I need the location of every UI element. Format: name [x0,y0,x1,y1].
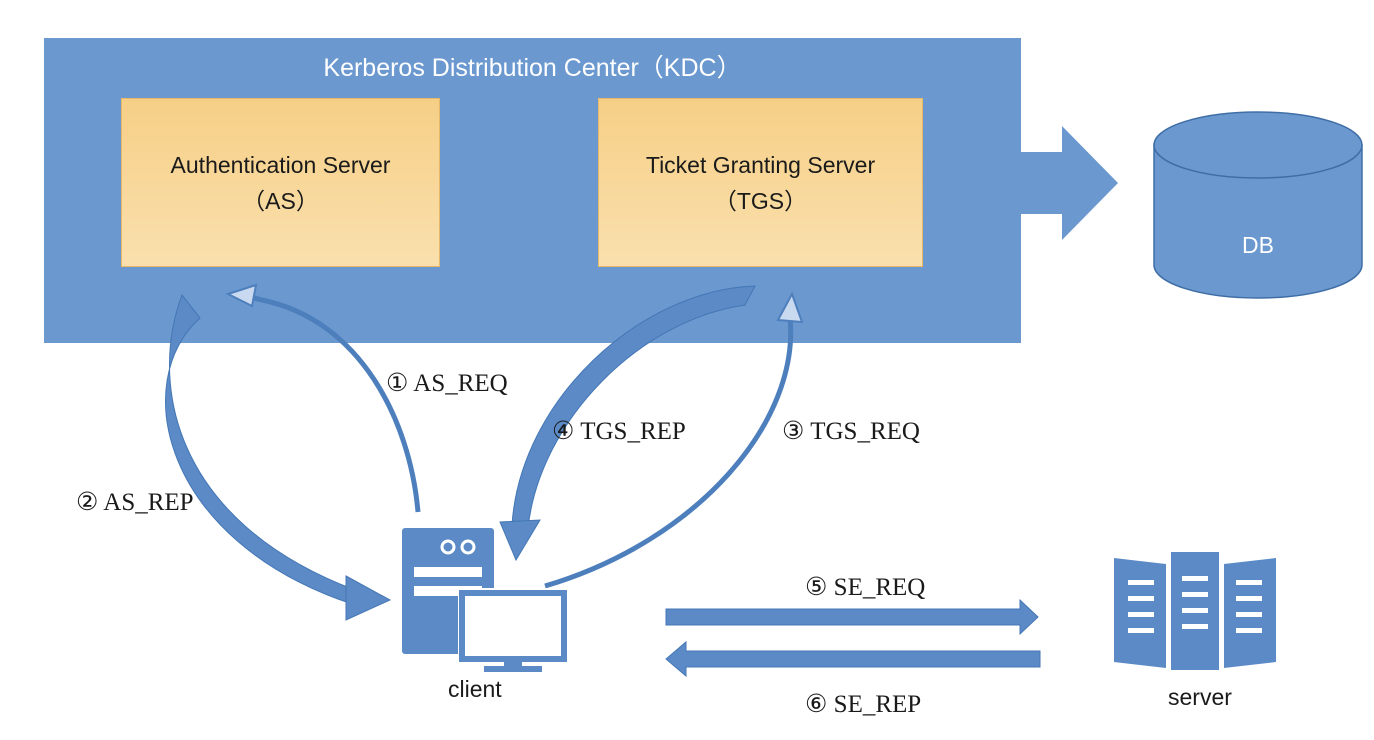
authentication-server-box: Authentication Server （AS） [121,98,440,267]
se-req-arrow [665,598,1039,636]
tgs-rep-arrow [511,285,756,529]
se-req-label: ⑤ SE_REQ [805,574,926,601]
server-rack-icon [1114,552,1276,670]
as-rep-label: ② AS_REP [76,489,194,516]
tgs-abbr: （TGS） [713,187,808,214]
as-rep-arrow [165,293,356,605]
as-abbr: （AS） [242,187,319,214]
kdc-to-db-arrow [995,126,1118,240]
tgs-name: Ticket Granting Server [645,151,876,178]
as-req-arrow [249,294,421,513]
client-computer-icon [402,528,568,672]
as-rep-arrowhead [345,575,392,621]
tgs-req-label: ③ TGS_REQ [782,418,920,445]
kdc-title: Kerberos Distribution Center（KDC） [323,54,742,82]
server-label: server [1168,684,1232,710]
tgs-rep-label: ④ TGS_REP [552,418,686,445]
database-icon [1153,111,1363,299]
se-rep-arrow [665,640,1041,678]
se-rep-label: ⑥ SE_REP [805,691,922,718]
tgs-req-arrow [544,317,794,589]
as-req-label: ① AS_REQ [386,370,508,397]
as-name: Authentication Server [170,151,391,178]
tgs-rep-arrowhead [499,519,541,562]
client-label: client [448,676,502,702]
as-req-arrowhead [225,283,258,308]
db-label: DB [1242,232,1274,258]
ticket-granting-server-box: Ticket Granting Server （TGS） [598,98,923,267]
tgs-req-arrowhead [776,291,804,324]
